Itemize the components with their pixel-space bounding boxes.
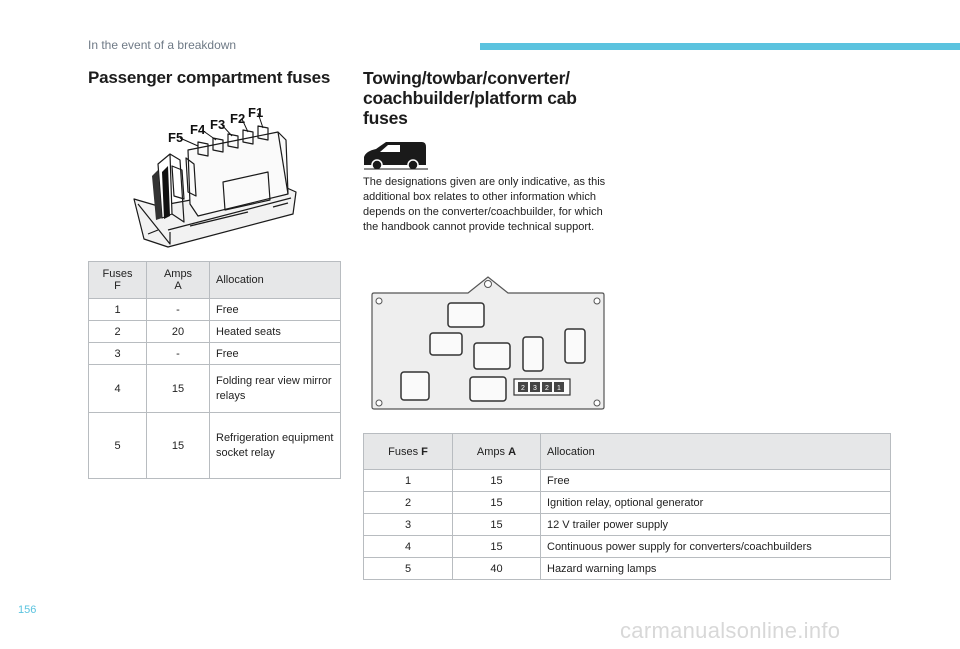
table-row: 3 15 12 V trailer power supply (363, 513, 891, 536)
table-row: 2 15 Ignition relay, optional generator (363, 491, 891, 514)
table-row: 1 - Free (88, 298, 341, 321)
column-header-amps: Amps A (452, 433, 541, 470)
watermark: carmanualsonline.info (620, 618, 841, 643)
fuse-label-f4: F4 (190, 122, 206, 137)
column-header-allocation: Allocation (540, 433, 891, 470)
right-section-title: Towing/towbar/converter/ coachbuilder/pl… (363, 68, 577, 128)
column-header-allocation: Allocation (209, 261, 341, 299)
van-icon (364, 142, 428, 171)
table-row: 5 15 Refrigeration equipment socket rela… (88, 412, 341, 479)
fuse-label-f2: F2 (230, 111, 245, 126)
relay-label: 2 (545, 385, 549, 392)
fuse-label-f1: F1 (248, 105, 263, 120)
table-row: 5 40 Hazard warning lamps (363, 557, 891, 580)
towing-fuses-table: Fuses F Amps A Allocation 1 15 Free 2 15… (363, 433, 891, 580)
page-number: 156 (18, 604, 37, 616)
table-row: 4 15 Continuous power supply for convert… (363, 535, 891, 558)
relay-label: 1 (557, 385, 561, 392)
auxiliary-fusebox-diagram: 2 3 2 1 (371, 276, 605, 410)
header-accent-bar (480, 43, 960, 50)
left-section-title: Passenger compartment fuses (88, 68, 331, 87)
table-row: 3 - Free (88, 342, 341, 365)
relay-label: 2 (521, 385, 525, 392)
table-header-row: Fuses F Amps A Allocation (363, 433, 891, 470)
passenger-fusebox-diagram: F5 F4 F3 F2 F1 (133, 105, 297, 248)
designation-note: The designations given are only indicati… (363, 176, 606, 233)
table-row: 4 15 Folding rear view mirror relays (88, 364, 341, 413)
table-row: 1 15 Free (363, 469, 891, 492)
section-header: In the event of a breakdown (88, 38, 237, 52)
column-header-fuses: Fuses F (363, 433, 453, 470)
fuse-label-f5: F5 (168, 130, 183, 145)
relay-label: 3 (533, 385, 537, 392)
table-row: 2 20 Heated seats (88, 320, 341, 343)
fuse-label-f3: F3 (210, 117, 225, 132)
